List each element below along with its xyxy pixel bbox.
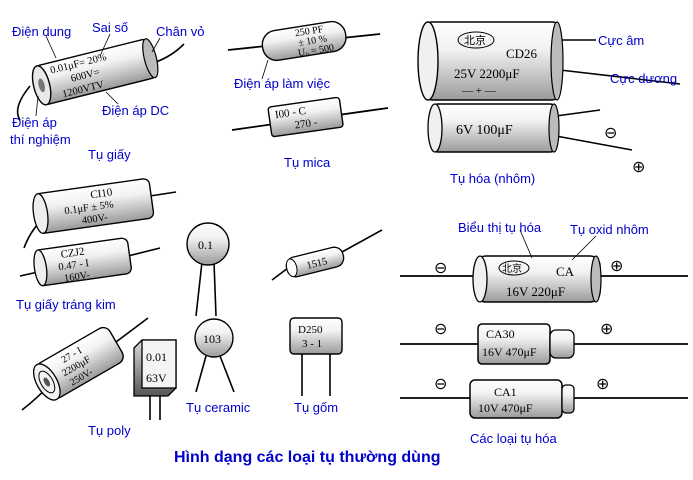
label-tu-giay: Tụ giấy	[88, 147, 131, 162]
poly-box-marking-1: 0.01	[146, 350, 167, 364]
electro-big-model: CD26	[506, 46, 538, 61]
ca30-model: CA30	[486, 327, 515, 341]
label-tu-oxid-nhom: Tụ oxid nhôm	[570, 222, 649, 237]
electro-big-brand: 北京	[464, 33, 486, 47]
czj2-marking-3: 160V-	[63, 270, 91, 285]
gom-small-marking: 1515	[306, 256, 329, 272]
label-chan-vo: Chân vỏ	[156, 24, 205, 39]
label-cuc-duong: Cực dương	[610, 71, 678, 86]
label-tu-ceramic: Tụ ceramic	[186, 400, 251, 415]
czj2-marking-1: CZJ2	[60, 246, 85, 261]
ca1-model: CA1	[494, 385, 517, 399]
ceramic-disc-103-icon: 103	[194, 318, 235, 393]
ca-minus: ⊖	[434, 260, 447, 277]
label-tu-poly: Tụ poly	[88, 423, 131, 438]
electro-small-value: 6V 100μF	[456, 123, 513, 138]
electro-small-minus: ⊖	[604, 125, 617, 142]
label-sai-so: Sai số	[92, 20, 129, 35]
electro-small-plus: ⊕	[632, 159, 645, 176]
electrolytic-ca1-icon: CA1 10V 470μF ⊖ ⊕	[400, 376, 688, 419]
electrolytic-capacitor-icon: 北京 CD26 25V 2200μF — + — 6V 100μF ⊖ ⊕	[417, 21, 681, 176]
mica2-marking-1: I00 - C	[274, 105, 307, 121]
label-tu-gom: Tụ gốm	[294, 400, 339, 415]
poly-box-marking-2: 63V	[146, 371, 167, 385]
gom-tube-marking-2: 3 - 1	[302, 338, 322, 350]
electrolytic-ca30-icon: CA30 16V 470μF ⊖ ⊕	[400, 321, 688, 365]
ca1-minus: ⊖	[434, 376, 447, 393]
ceramic-tube-capacitor-icon: 1515	[271, 229, 383, 281]
label-dien-ap-2: thí nghiệm	[10, 132, 71, 147]
label-dien-ap-dc: Điện áp DC	[102, 103, 170, 118]
electrolytic-ca-icon: 北京 CA 16V 220μF ⊖ ⊕	[400, 229, 688, 303]
metallized-paper-capacitor-icon: CI10 0.1μF ± 5% 400V- CZJ2 0.47 - I 160V…	[19, 178, 177, 287]
mica1-marking-1: 250 PF	[294, 24, 324, 39]
ca-plus: ⊕	[610, 258, 623, 275]
ca1-value: 10V 470μF	[478, 401, 533, 415]
label-dien-dung: Điện dung	[12, 24, 72, 39]
label-cuc-am: Cực âm	[598, 33, 645, 48]
label-tu-hoa-nhom: Tụ hóa (nhôm)	[450, 171, 536, 186]
poly-capacitor-icon: 27 - I 2200μF 250V-	[21, 317, 149, 411]
ca-model: CA	[556, 264, 575, 279]
ca-value: 16V 220μF	[506, 284, 565, 299]
diagram-title: Hình dạng các loại tụ thường dùng	[174, 449, 441, 466]
ca-brand: 北京	[502, 262, 522, 275]
label-tu-mica: Tụ mica	[284, 155, 331, 170]
ceramic-disc-bottom-marking: 103	[203, 332, 221, 346]
mica1-marking-2: ± 10 %	[298, 33, 328, 48]
label-tu-giay-trang-kim: Tụ giấy tráng kim	[16, 297, 116, 312]
label-dien-ap-1: Điện áp	[12, 115, 57, 130]
ca30-plus: ⊕	[600, 321, 613, 338]
ceramic-capacitor-icon: 0.1	[186, 222, 230, 317]
ca30-minus: ⊖	[434, 321, 447, 338]
czj2-marking-2: 0.47 - I	[58, 258, 90, 273]
electro-big-value: 25V 2200μF	[454, 66, 520, 81]
ceramic-tube-d250-icon: D250 3 - 1	[289, 317, 343, 396]
ci10-marking-1: CI10	[90, 186, 114, 201]
electro-big-polarity: — + —	[461, 85, 497, 97]
label-bieu-thi-tu-hoa: Biểu thị tụ hóa	[458, 220, 542, 235]
mica-capacitor-icon: 250 PF ± 10 % U₀ = 500 I00 - C 270 -	[227, 20, 389, 138]
ca30-value: 16V 470μF	[482, 345, 537, 359]
ceramic-disc-top-marking: 0.1	[198, 238, 213, 252]
ca1-plus: ⊕	[596, 376, 609, 393]
label-cac-loai-tu-hoa: Các loại tụ hóa	[470, 431, 557, 446]
gom-tube-marking-1: D250	[298, 324, 323, 336]
ci10-marking-3: 400V-	[81, 212, 109, 227]
mica2-marking-2: 270 -	[294, 116, 319, 131]
label-dien-ap-lam-viec: Điện áp làm việc	[234, 76, 331, 91]
box-poly-capacitor-icon: 0.01 63V	[133, 339, 177, 420]
